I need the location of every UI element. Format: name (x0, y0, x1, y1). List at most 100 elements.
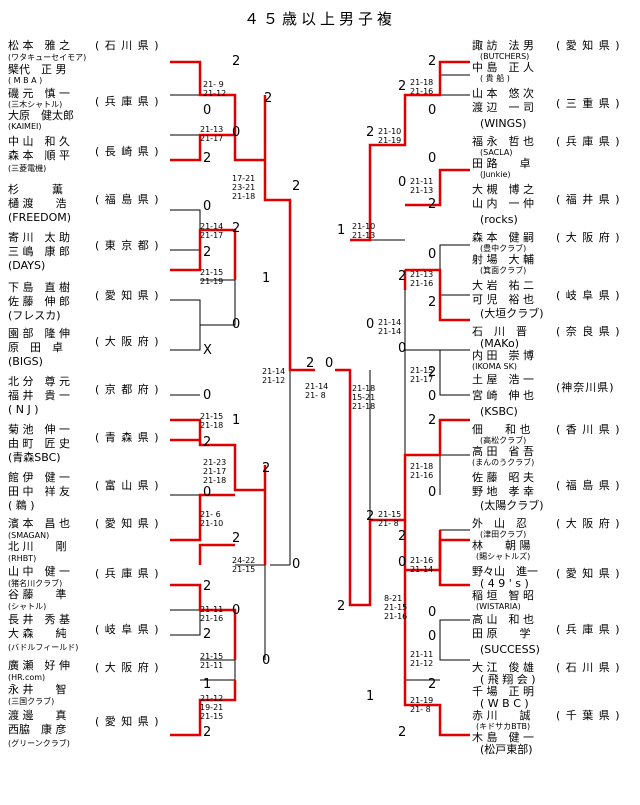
entry-left-5-player2: 森 本 順 平 (8, 149, 70, 162)
entry-right-7-player1: 森 本 健 嗣 (472, 231, 534, 244)
score-line: 21-16 (200, 614, 224, 623)
score-line: 21-16 (384, 612, 408, 621)
entry-left-8-club: (フレスカ) (8, 309, 61, 322)
result-l5b: 1 (262, 271, 271, 286)
entry-right-13-player1: 佃 和 也 (472, 423, 531, 436)
entry-right-15-player2: 野 地 孝 幸 (472, 485, 534, 498)
score-line: 21-15 (378, 510, 402, 519)
score-line: 21-19 (410, 696, 434, 705)
score-line: 21-13 (352, 231, 376, 240)
entry-left-19-club: (三国クラブ) (8, 697, 55, 706)
entry-right-12-player2: 宮 崎 伸 也 (472, 389, 534, 402)
score-line: 21-13 (410, 270, 434, 279)
entry-right-14-club: (まんのうクラブ) (472, 458, 535, 467)
entry-left-1-player1: 松 本 雅 之 (8, 39, 70, 52)
result-r7b: 2 (428, 365, 437, 380)
entry-right-15-player1: 佐 藤 昭 夫 (472, 471, 534, 484)
result-l5a: 2 (203, 245, 212, 260)
score-line: 21-19 (378, 136, 402, 145)
entry-left-20-player2: 西脇 康 彦 (8, 723, 67, 736)
result-l6b: X (203, 343, 212, 358)
entry-right-8-club: (箕面クラブ) (480, 266, 527, 275)
entry-right-12-pref: (神奈川県) (556, 381, 615, 394)
score-line: 21-15 (200, 268, 224, 277)
result-l11b: 0 (232, 603, 241, 618)
entry-right-9-player2: 可 児 裕 也 (472, 293, 534, 306)
entry-right-15-club: (太陽クラブ) (480, 499, 544, 512)
entry-left-6-player1: 杉 薫 (8, 183, 63, 196)
entry-right-6-club: (rocks) (480, 213, 518, 226)
score-line: 21-15 (410, 366, 434, 375)
score-line: 21-10 (200, 519, 224, 528)
entry-left-8-player1: 下 島 直 樹 (8, 281, 70, 294)
score-line: 21-11 (410, 177, 434, 186)
entry-right-20-pref: ( 兵 庫 県 ) (556, 623, 621, 636)
entry-right-1-pref: ( 愛 知 県 ) (556, 39, 621, 52)
entry-right-8-player1: 射 場 大 輔 (472, 253, 534, 266)
entry-right-12-player1: 土 屋 浩 一 (472, 373, 534, 386)
entry-left-7-pref: ( 東 京 都 ) (95, 239, 160, 252)
score-line: 23-21 (232, 183, 256, 192)
entry-right-5-club: (Junkie) (480, 170, 511, 179)
result-r9a: 2 (428, 413, 437, 428)
entry-right-21-pref: ( 石 川 県 ) (556, 661, 621, 674)
score-line: 21-12 (262, 376, 286, 385)
score-line: 21-18 (352, 384, 376, 393)
result-final-right: 0 (325, 356, 334, 371)
entry-left-20-club: (グリーンクラブ) (8, 739, 70, 748)
entry-left-8-pref: ( 愛 知 県 ) (95, 289, 160, 302)
entry-right-6-pref: ( 福 井 県 ) (556, 193, 621, 206)
score-line: 21-15 (200, 652, 224, 661)
entry-right-9-pref: ( 岐 阜 県 ) (556, 289, 621, 302)
score-line: 21-17 (200, 231, 224, 240)
result-r14a: 1 (366, 689, 375, 704)
entry-left-12-player2: 田 中 祥 友 (8, 485, 70, 498)
entry-right-3-player2: 渡 辺 一 司 (472, 101, 534, 114)
result-r11a: 2 (398, 529, 407, 544)
entry-right-15-pref: ( 福 島 県 ) (556, 479, 621, 492)
entry-right-19-player1: 稲 垣 智 昭 (472, 589, 534, 602)
entry-right-10-pref: ( 奈 良 県 ) (556, 325, 621, 338)
score-line: 21- 8 (305, 391, 326, 400)
entry-left-16-player1: 谷 藤 準 (8, 588, 67, 601)
score-line: 21-13 (410, 186, 434, 195)
result-l1a: 2 (232, 54, 241, 69)
entry-right-18-club: ( 4 9 ' s ) (480, 577, 529, 590)
result-l13b: 2 (203, 725, 212, 740)
entry-right-9-club: (大垣クラブ) (480, 307, 544, 320)
entry-left-15-club: (猪名川クラブ) (8, 579, 63, 588)
result-r1w: 2 (428, 54, 437, 69)
result-l13a: 1 (203, 677, 212, 692)
entry-left-10-club: ( N J ) (8, 403, 39, 416)
entry-right-20-player1: 高 山 和 也 (472, 613, 534, 626)
result-l10a: 0 (292, 557, 301, 572)
page-title: ４５歳以上男子複 (243, 10, 396, 28)
entry-right-20-club: (SUCCESS) (480, 643, 540, 656)
result-r6a: 0 (366, 317, 375, 332)
score-line: 21-18 (410, 462, 434, 471)
entry-left-10-pref: ( 京 都 府 ) (95, 383, 160, 396)
entry-right-3-pref: ( 三 重 県 ) (556, 97, 621, 110)
entry-left-18-club: (HR.com) (8, 673, 46, 682)
entry-right-16-pref: ( 大 阪 府 ) (556, 517, 621, 530)
entry-left-13-player1: 濱 本 昌 也 (8, 517, 70, 530)
entry-left-11-club: (青森SBC) (8, 451, 61, 464)
entry-right-22-player1: 千 場 正 明 (472, 685, 534, 698)
entry-left-17-pref: ( 岐 阜 県 ) (95, 623, 160, 636)
entry-left-11-pref: ( 青 森 県 ) (95, 431, 160, 444)
entry-left-14-club: (RHBT) (8, 554, 37, 563)
entry-left-18-player1: 廣 瀬 好 伸 (8, 659, 70, 672)
result-r8a: 0 (428, 389, 437, 404)
entry-right-6-player2: 山 内 一 仲 (472, 197, 534, 210)
